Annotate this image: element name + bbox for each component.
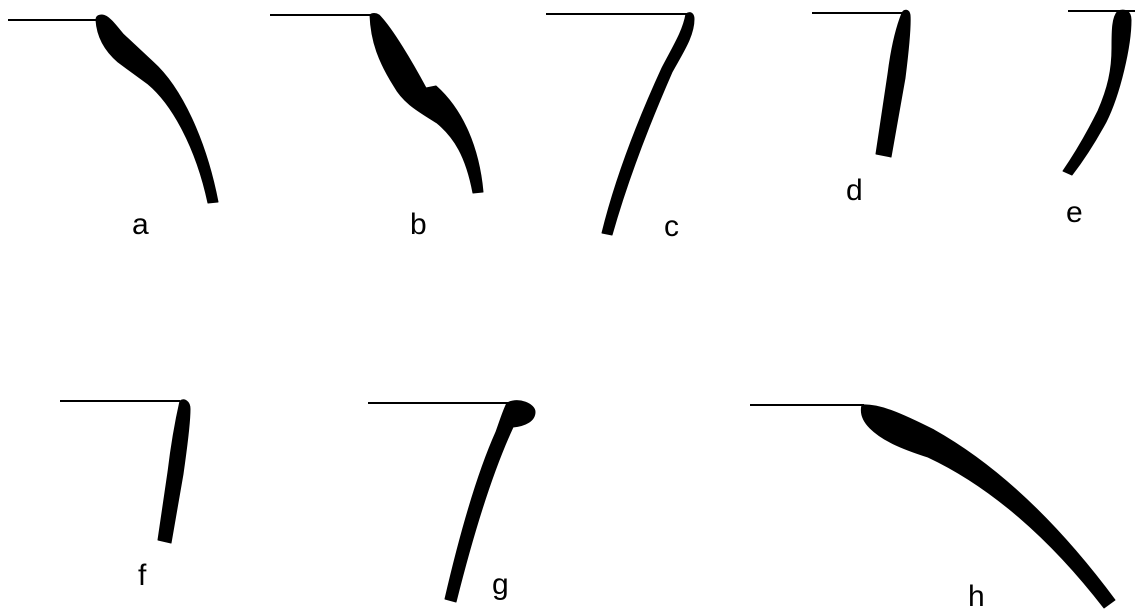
panel-a: a xyxy=(8,14,219,241)
panel-g-label: g xyxy=(492,568,509,601)
panel-f-profile xyxy=(157,399,191,544)
panel-g: g xyxy=(368,400,536,603)
panel-f: f xyxy=(60,399,191,592)
panel-h: h xyxy=(750,404,1116,612)
panel-h-label: h xyxy=(968,580,985,612)
panel-g-profile xyxy=(444,400,536,603)
panel-h-profile xyxy=(860,404,1116,609)
panel-b: b xyxy=(270,13,484,241)
panel-e-label: e xyxy=(1066,196,1083,229)
panel-c: c xyxy=(546,12,695,243)
panel-a-label: a xyxy=(132,208,149,241)
panel-c-label: c xyxy=(664,210,679,243)
panel-a-profile xyxy=(95,14,219,204)
panel-e-profile xyxy=(1062,9,1132,176)
panel-d: d xyxy=(812,9,911,207)
panel-b-label: b xyxy=(410,208,427,241)
panel-d-label: d xyxy=(846,174,863,207)
panel-b-profile xyxy=(369,13,484,194)
panel-e: e xyxy=(1062,9,1135,229)
panel-d-profile xyxy=(875,9,911,158)
panel-c-profile xyxy=(601,12,695,236)
panel-f-label: f xyxy=(138,559,147,592)
